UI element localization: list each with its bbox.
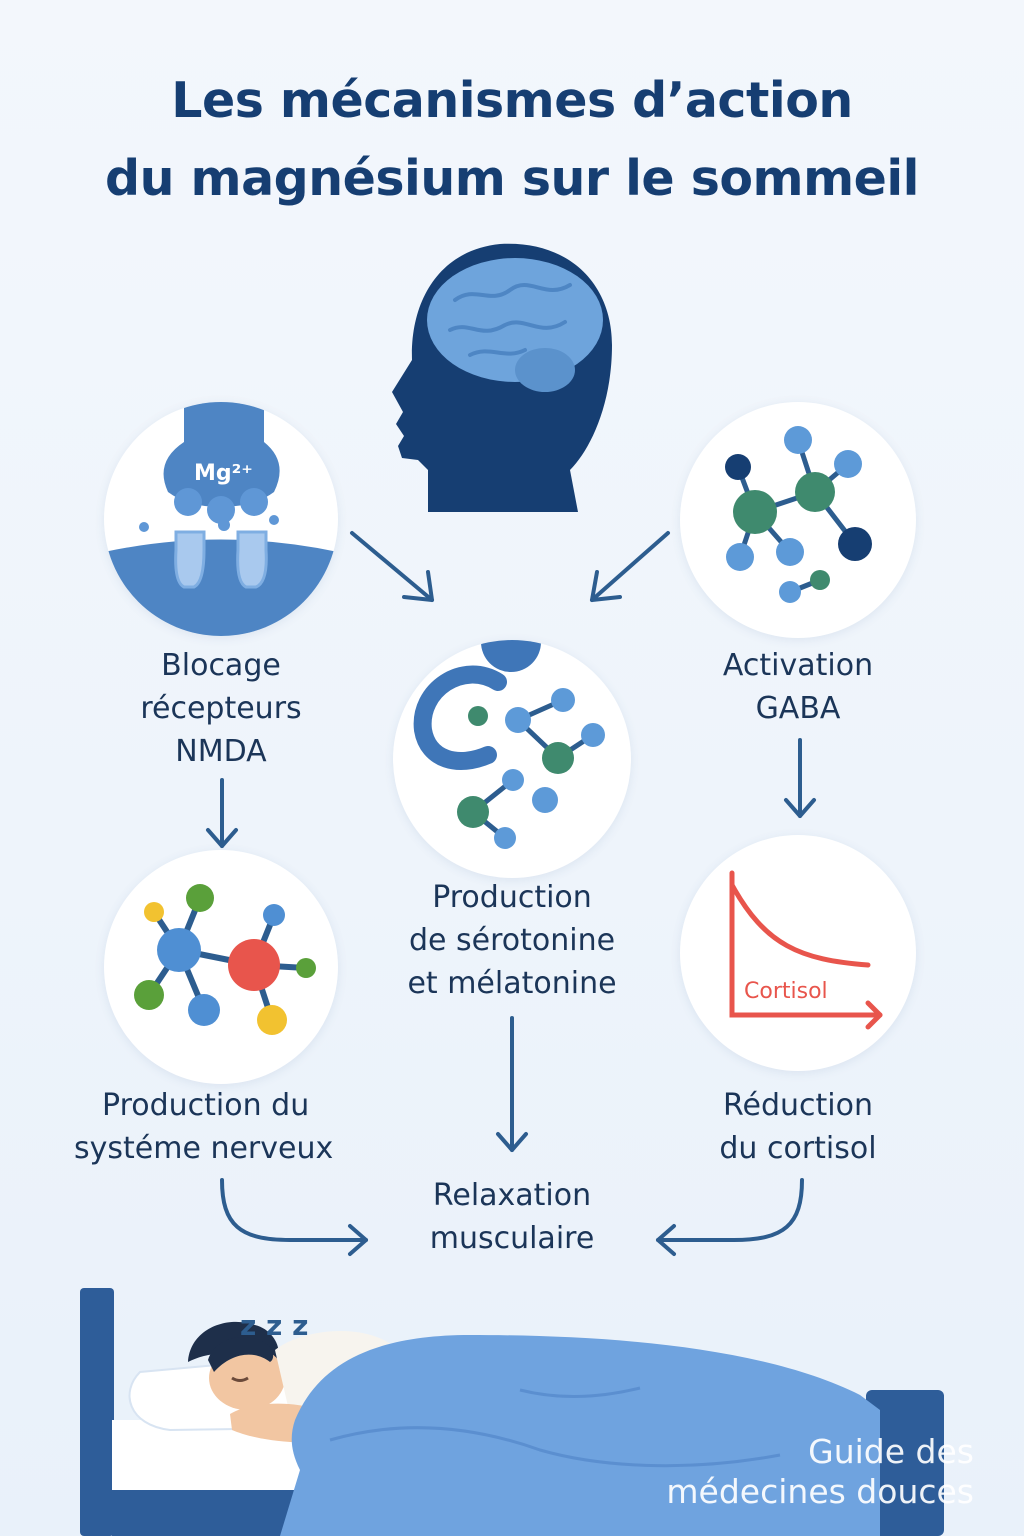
watermark-line-2: médecines douces xyxy=(666,1472,974,1511)
cortisol-label-line-1: Réduction xyxy=(723,1088,873,1123)
nmda-label-line-1: Blocage xyxy=(161,648,281,683)
cortisol-decline-icon: Cortisol xyxy=(729,870,883,1030)
arrow-serotonin-to-relax xyxy=(496,1016,528,1152)
serotonin-label-line-3: et mélatonine xyxy=(407,966,617,1001)
serotonin-label-line-1: Production xyxy=(432,880,592,915)
nmda-label-line-2: récepteurs xyxy=(140,691,302,726)
arrow-gaba-to-center xyxy=(590,531,670,602)
serotonin-melatonin-icon xyxy=(413,640,605,849)
nmda-label-line-3: NMDA xyxy=(175,734,267,769)
mg-ion-label: Mg²⁺ xyxy=(194,461,253,486)
watermark-line-1: Guide des xyxy=(808,1432,974,1471)
serotonin-circle xyxy=(393,640,631,878)
neurotransmitter-molecule-icon xyxy=(134,884,316,1035)
nmda-circle: Mg²⁺ xyxy=(104,402,338,636)
cortisol-label: Réduction du cortisol xyxy=(660,1084,936,1170)
nervous-circle xyxy=(104,850,338,1084)
cortisol-label-line-2: du cortisol xyxy=(719,1131,877,1166)
gaba-label: Activation GABA xyxy=(680,644,916,730)
nmda-label: Blocage récepteurs NMDA xyxy=(104,644,338,773)
watermark: Guide des médecines douces xyxy=(666,1432,974,1512)
arrow-gaba-down xyxy=(784,738,816,818)
relax-label: Relaxation musculaire xyxy=(362,1174,662,1260)
nervous-label-line-1: Production du xyxy=(102,1088,310,1123)
arrow-nervous-to-relax xyxy=(220,1178,368,1256)
arrow-nmda-down xyxy=(206,778,238,848)
serotonin-label: Production de sérotonine et mélatonine xyxy=(362,876,662,1005)
gaba-circle xyxy=(680,402,916,638)
gaba-label-line-2: GABA xyxy=(755,691,841,726)
relax-label-line-2: musculaire xyxy=(429,1221,595,1256)
arrow-nmda-to-center xyxy=(350,531,434,602)
title-line-1: Les mécanismes d’action xyxy=(171,72,853,129)
cortisol-circle: Cortisol xyxy=(680,835,916,1071)
title-line-2: du magnésium sur le sommeil xyxy=(105,150,919,207)
nervous-label-line-2: systéme nerveux xyxy=(74,1131,334,1166)
zzz-text: z z z xyxy=(240,1309,308,1342)
nervous-label: Production du systéme nerveux xyxy=(74,1084,442,1170)
synapse-icon: Mg²⁺ xyxy=(104,402,338,636)
relax-label-line-1: Relaxation xyxy=(432,1178,592,1213)
arrow-cortisol-to-relax xyxy=(656,1178,804,1256)
page-title: Les mécanismes d’action du magnésium sur… xyxy=(0,62,1024,218)
cortisol-chart-label: Cortisol xyxy=(744,979,828,1004)
serotonin-label-line-2: de sérotonine xyxy=(408,923,616,958)
gaba-molecule-icon xyxy=(725,426,872,603)
gaba-label-line-1: Activation xyxy=(722,648,874,683)
